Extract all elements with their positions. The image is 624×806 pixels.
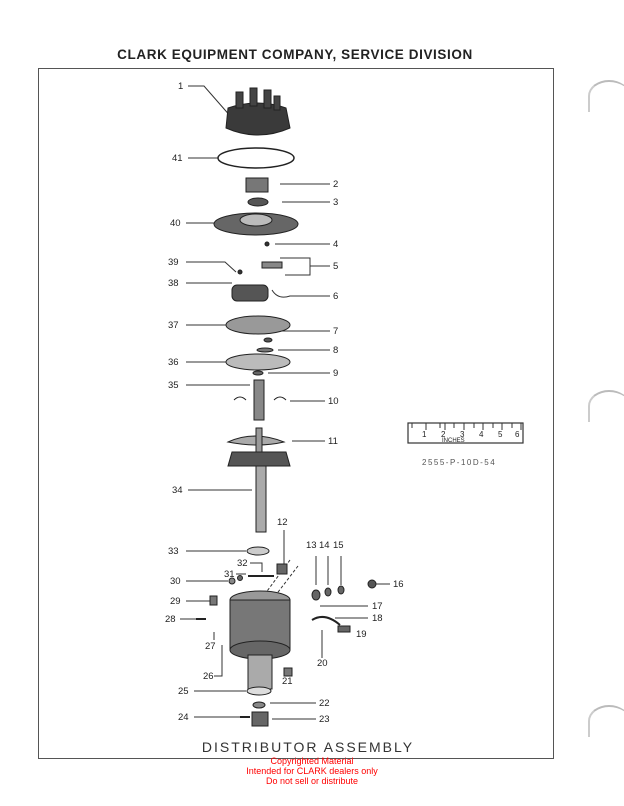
callout-8: 8: [333, 345, 338, 356]
callout-4: 4: [333, 239, 338, 250]
notice-line-1: Copyrighted Material: [270, 756, 354, 766]
binder-hole: [588, 705, 624, 737]
callout-18: 18: [372, 613, 383, 624]
callout-35: 35: [168, 380, 179, 391]
scale-unit-label: INCHES: [442, 438, 465, 444]
callout-labels: 1 2 3 4 5 6 7 8 9 10 11 12 13 14 15 16 1…: [165, 81, 404, 725]
callout-6: 6: [333, 291, 338, 302]
binder-hole: [588, 390, 624, 422]
callout-10: 10: [328, 396, 339, 407]
scale-tick-4: 4: [479, 430, 484, 439]
callout-15: 15: [333, 540, 344, 551]
callout-25: 25: [178, 686, 189, 697]
scale-tick-5: 5: [498, 430, 503, 439]
callout-41: 41: [172, 153, 183, 164]
callout-26: 26: [203, 671, 214, 682]
callout-9: 9: [333, 368, 338, 379]
callout-30: 30: [170, 576, 181, 587]
callout-23: 23: [319, 714, 330, 725]
scale-tick-6: 6: [515, 430, 520, 439]
callout-33: 33: [168, 546, 179, 557]
callout-5: 5: [333, 261, 338, 272]
callout-13: 13: [306, 540, 317, 551]
scale-tick-1: 1: [422, 430, 427, 439]
callout-28: 28: [165, 614, 176, 625]
scale-tick-2: 2: [441, 430, 446, 439]
inch-scale: 1 2 3 4 5 6 INCHES: [407, 422, 524, 444]
callout-34: 34: [172, 485, 183, 496]
callout-29: 29: [170, 596, 181, 607]
callout-1: 1: [178, 81, 183, 92]
callout-22: 22: [319, 698, 330, 709]
callout-32: 32: [237, 558, 248, 569]
page-header: CLARK EQUIPMENT COMPANY, SERVICE DIVISIO…: [117, 47, 473, 62]
callout-37: 37: [168, 320, 179, 331]
callout-31: 31: [224, 569, 235, 580]
callout-40: 40: [170, 218, 181, 229]
callout-36: 36: [168, 357, 179, 368]
callout-20: 20: [317, 658, 328, 669]
callout-24: 24: [178, 712, 189, 723]
figure-frame: [38, 68, 554, 759]
leader-lines: [180, 85, 390, 720]
callout-21: 21: [282, 676, 293, 687]
callout-7: 7: [333, 326, 338, 337]
callout-17: 17: [372, 601, 383, 612]
callout-11: 11: [328, 436, 338, 447]
callout-19: 19: [356, 629, 367, 640]
distributor-parts: [196, 87, 377, 727]
callout-14: 14: [319, 540, 330, 551]
callout-27: 27: [205, 641, 216, 652]
binder-hole: [588, 80, 624, 112]
callout-16: 16: [393, 579, 404, 590]
part-number: 2555-P-10D-54: [422, 458, 497, 467]
callout-38: 38: [168, 278, 179, 289]
callout-12: 12: [277, 517, 288, 528]
figure-title: DISTRIBUTOR ASSEMBLY: [201, 739, 415, 755]
callout-3: 3: [333, 197, 338, 208]
notice-line-2: Intended for CLARK dealers only: [246, 766, 378, 776]
notice-line-3: Do not sell or distribute: [265, 776, 359, 786]
callout-2: 2: [333, 179, 338, 190]
scale-tick-3: 3: [460, 430, 465, 439]
copyright-notice: Copyrighted Material Intended for CLARK …: [0, 756, 624, 786]
callout-39: 39: [168, 257, 179, 268]
